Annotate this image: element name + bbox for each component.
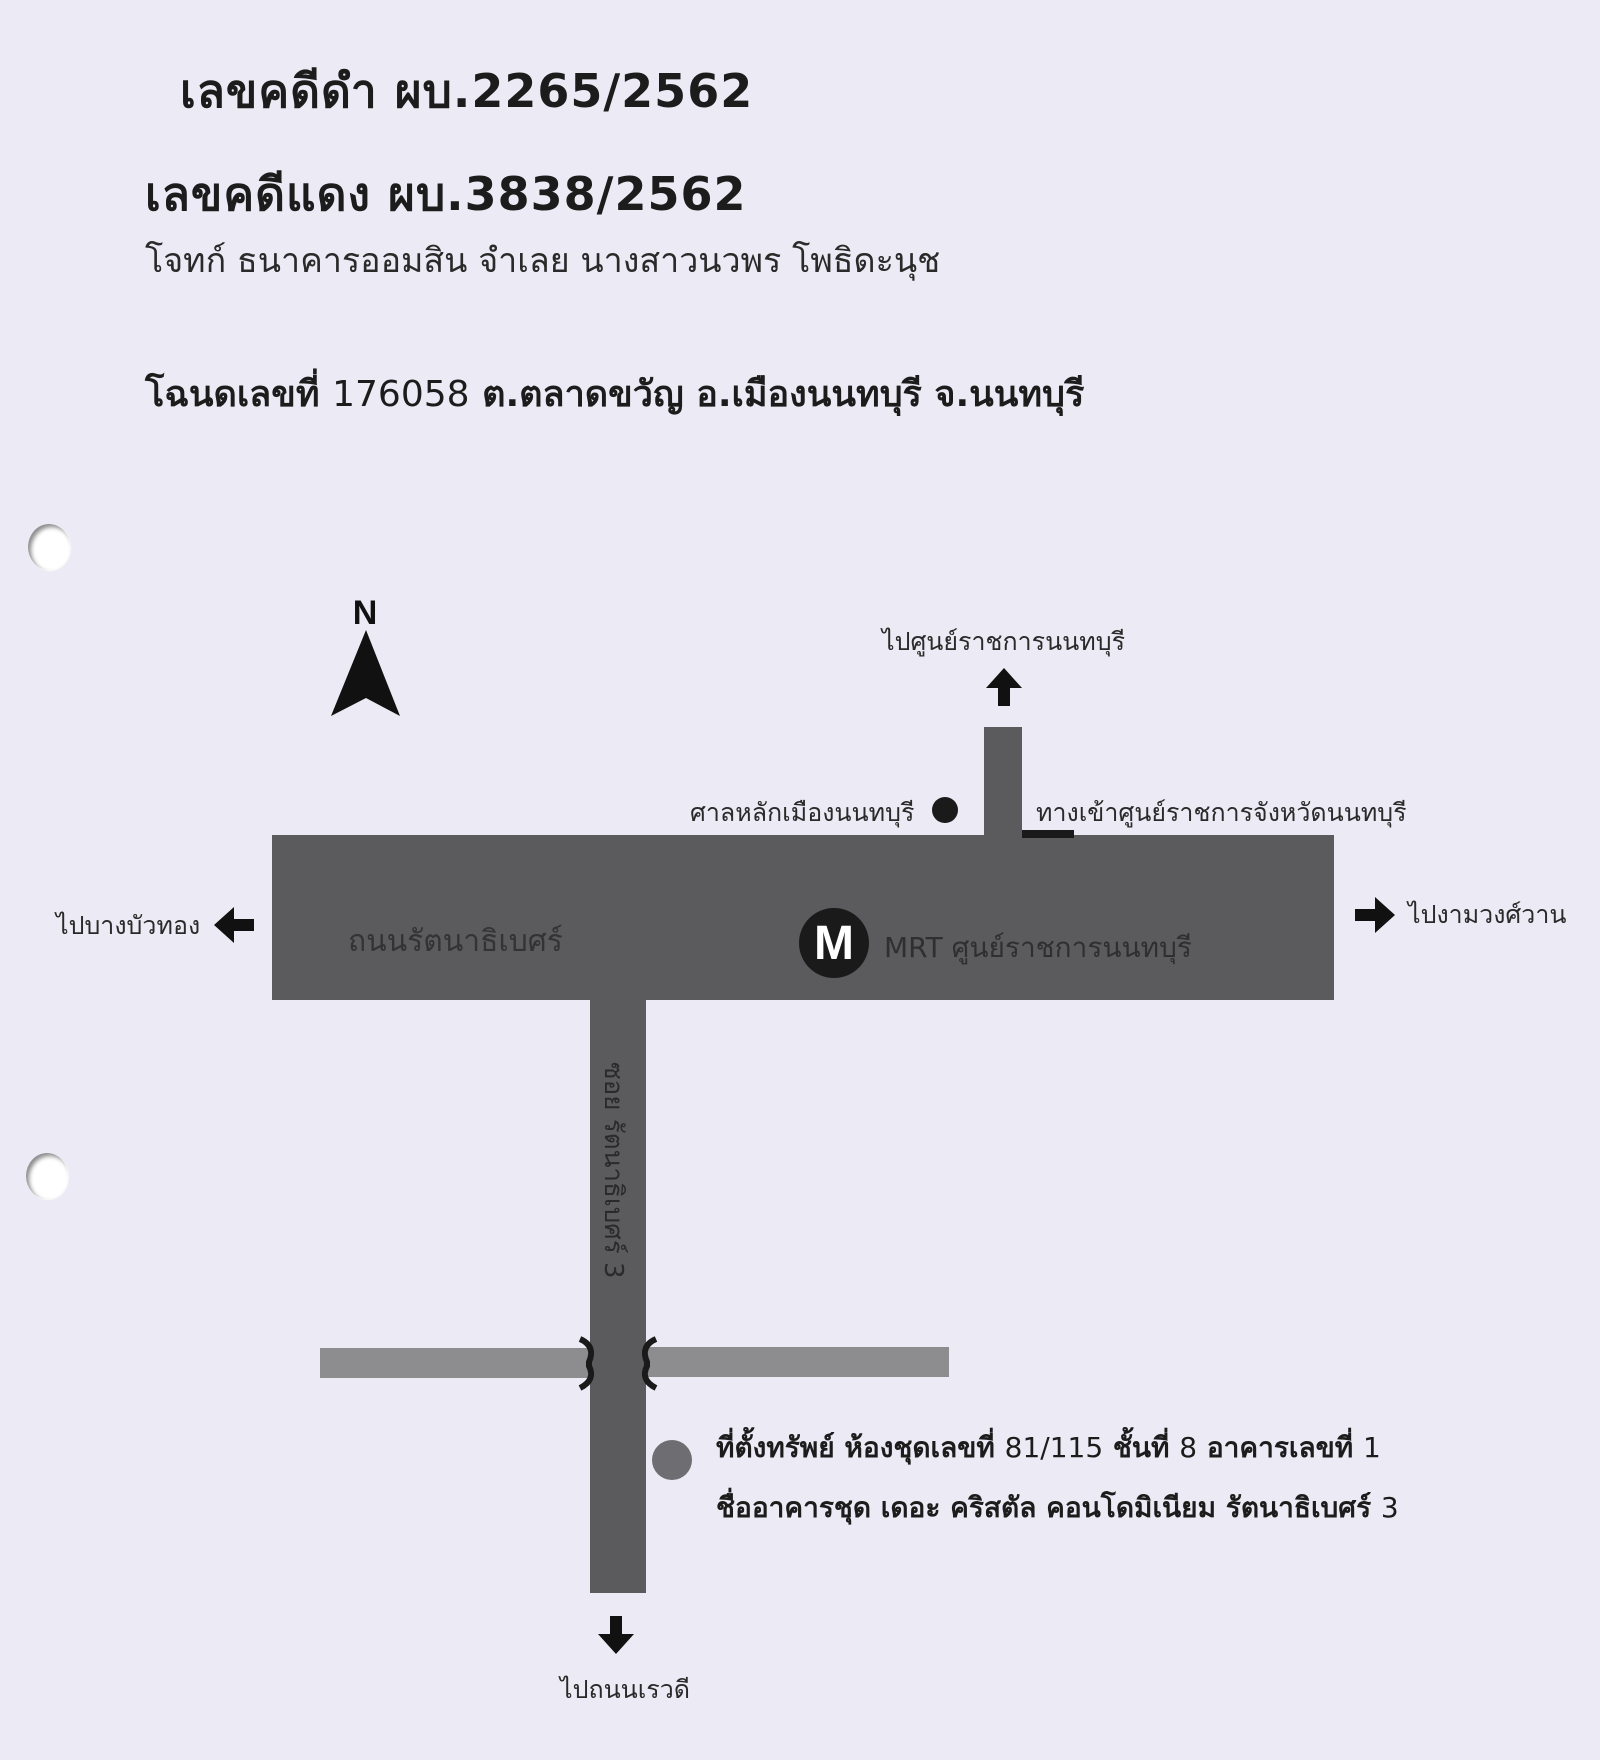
compass-letter: N [353,594,378,632]
north-access-road [984,727,1022,837]
arrow-right-icon [1355,897,1395,933]
case-parties: โจทก์ ธนาคารออมสิน จำเลย นางสาวนวพร โพธิ… [145,241,941,281]
deed-number: 176058 [332,374,470,415]
mrt-letter: M [814,917,854,970]
mrt-icon [799,908,869,978]
title-deed-line: โฉนดเลขที่ 176058 ต.ตลาดขวัญ อ.เมืองนนทบ… [145,365,1084,422]
black-case-number: เลขคดีดำ ผบ.2265/2562 [180,64,754,118]
arrow-left-icon [214,907,254,943]
cross-road-east [648,1347,949,1377]
property-unit-number: 81/115 [1004,1431,1104,1464]
label-mrt-station: MRT ศูนย์ราชการนนทบุรี [884,931,1192,964]
label-to-north: ไปศูนย์ราชการนนทบุรี [882,627,1126,656]
label-to-south: ไปถนนเรวดี [560,1675,691,1704]
label-entrance: ทางเข้าศูนย์ราชการจังหวัดนนทบุรี [1036,798,1407,827]
label-to-east: ไปงามวงศ์วาน [1408,900,1567,929]
deed-location: ต.ตลาดขวัญ อ.เมืองนนทบุรี จ.นนทบุรี [482,374,1085,415]
entrance-marker [1022,830,1074,838]
property-condo-name: ชื่ออาคารชุด เดอะ คริสตัล คอนโดมิเนียม ร… [716,1491,1372,1524]
property-condo-number: 3 [1380,1491,1399,1524]
arrow-up-icon [986,668,1022,706]
punch-hole-top [28,524,70,570]
property-line-2: ชื่ออาคารชุด เดอะ คริสตัล คอนโดมิเนียม ร… [716,1478,1399,1538]
arrow-down-icon [598,1616,634,1654]
property-building-number: 1 [1362,1431,1381,1464]
label-soi: ซอย รัตนาธิเบศร์ 3 [598,1062,628,1279]
property-line-1: ที่ตั้งทรัพย์ ห้องชุดเลขที่ 81/115 ชั้นท… [716,1418,1399,1478]
bridge-bracket-right [641,1336,658,1391]
north-arrow-icon [331,630,400,716]
deed-prefix: โฉนดเลขที่ [145,374,320,415]
property-dot [652,1440,692,1480]
shrine-dot [932,797,958,823]
property-floor-number: 8 [1179,1431,1198,1464]
cross-road-west [320,1348,588,1378]
red-case-number: เลขคดีแดง ผบ.3838/2562 [145,167,747,221]
property-unit-label: ที่ตั้งทรัพย์ ห้องชุดเลขที่ [716,1431,995,1464]
punch-hole-bottom [26,1153,68,1199]
label-shrine: ศาลหลักเมืองนนทบุรี [690,798,915,827]
main-road [272,835,1334,1000]
property-building-label: อาคารเลขที่ [1206,1431,1354,1464]
label-main-road: ถนนรัตนาธิเบศร์ [348,924,563,959]
soi-road [590,998,646,1593]
property-floor-label: ชั้นที่ [1112,1431,1170,1464]
property-description: ที่ตั้งทรัพย์ ห้องชุดเลขที่ 81/115 ชั้นท… [716,1418,1399,1538]
label-to-west: ไปบางบัวทอง [56,911,201,940]
bridge-bracket-left [578,1336,595,1391]
